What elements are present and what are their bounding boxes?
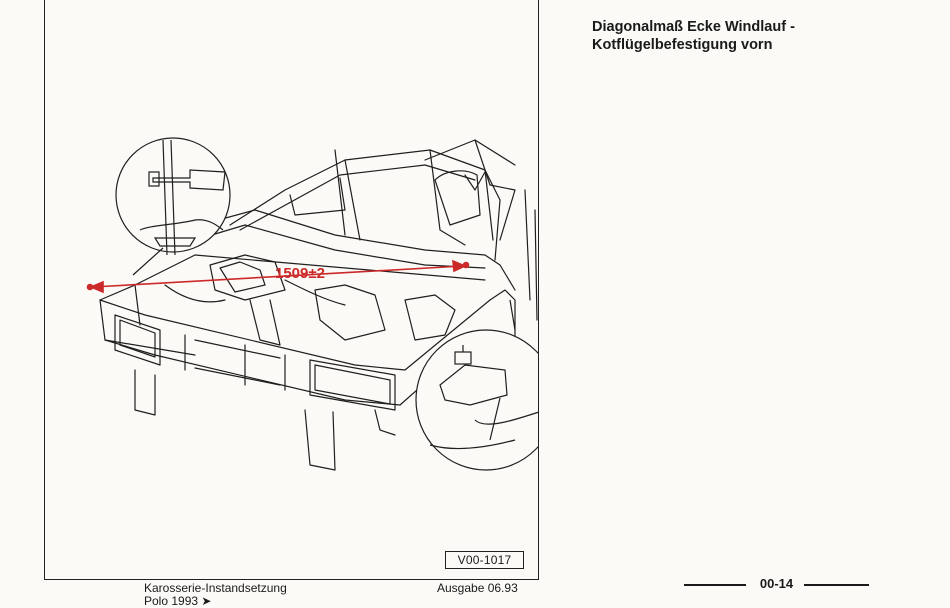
figure-id-label: V00-1017 bbox=[445, 551, 524, 569]
page-number-rule-left bbox=[684, 584, 746, 586]
dimension-label: 1509±2 bbox=[275, 265, 325, 282]
page-number-block: 00-14 bbox=[684, 576, 869, 592]
manual-title: Karosserie-Instandsetzung bbox=[144, 581, 287, 595]
section-heading: Diagonalmaß Ecke Windlauf - Kotflügelbef… bbox=[592, 19, 795, 53]
manual-subtitle: Polo 1993 ➤ bbox=[144, 594, 212, 608]
car-front-body-drawing: 1509±2 bbox=[86, 137, 538, 471]
figure-frame: 1509±2 V00-1017 bbox=[44, 0, 539, 580]
page-number-rule-right bbox=[804, 584, 869, 586]
page-number: 00-14 bbox=[756, 576, 797, 591]
edition-label: Ausgabe 06.93 bbox=[437, 581, 518, 595]
